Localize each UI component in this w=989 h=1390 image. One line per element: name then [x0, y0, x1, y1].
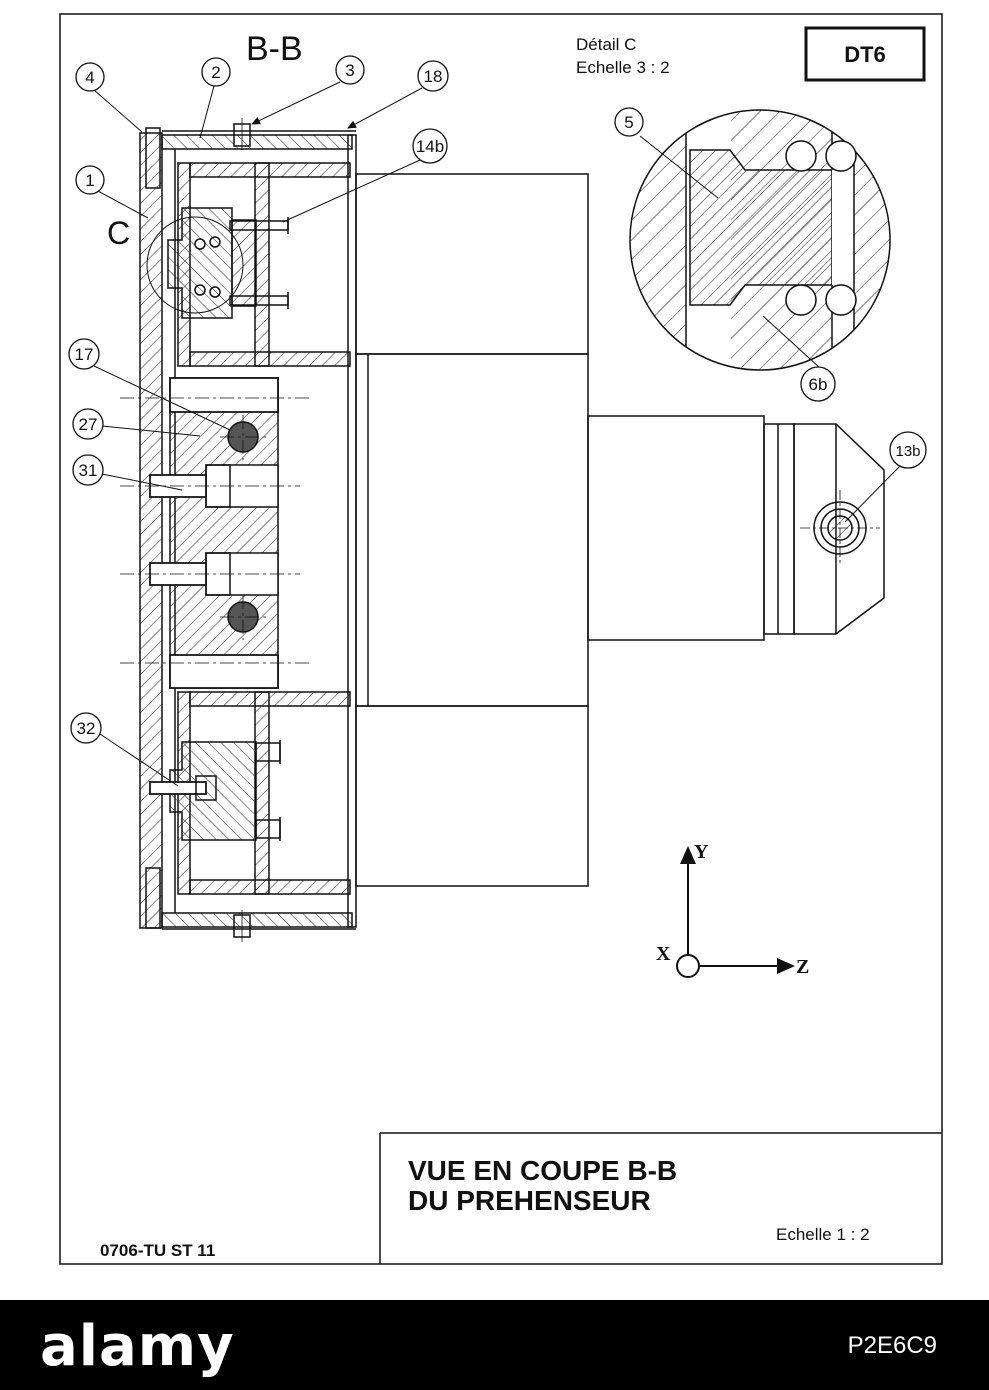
top-flange [161, 134, 353, 150]
part-number-3: 3 [345, 61, 354, 80]
stock-footer: alamy P2E6C9 [0, 1300, 989, 1390]
part-number-32: 32 [77, 719, 96, 738]
part-number-13b: 13b [895, 443, 920, 460]
axis-label-y: Y [694, 841, 709, 863]
part-number-1: 1 [85, 171, 94, 190]
reference-code: 0706-TU ST 11 [100, 1241, 215, 1260]
detail-title: Détail C [576, 35, 636, 54]
detail-c-view [629, 109, 891, 371]
part-number-27: 27 [79, 415, 98, 434]
drawing-title-line-2: DU PREHENSEUR [408, 1185, 651, 1216]
balloons [68, 55, 927, 744]
bottom-flange [161, 912, 353, 928]
axis-label-x: X [656, 943, 671, 965]
image-code: P2E6C9 [847, 1332, 937, 1359]
drawing-title-line-1: VUE EN COUPE B-B [408, 1155, 677, 1186]
part-number-18: 18 [424, 67, 443, 86]
part-number-6b: 6b [809, 375, 828, 394]
section-label: B-B [246, 30, 303, 68]
detail-scale: Echelle 3 : 2 [576, 58, 670, 77]
axis-triad [676, 846, 795, 978]
part-number-31: 31 [79, 461, 98, 480]
detail-marker-label: C [107, 215, 130, 251]
axis-label-z: Z [796, 956, 809, 978]
part-number-4: 4 [85, 68, 94, 87]
doc-id: DT6 [844, 42, 886, 67]
part-number-14b: 14b [416, 137, 444, 156]
section-view-b-b [120, 118, 885, 942]
part-number-2: 2 [211, 63, 220, 82]
doc-id-box [804, 26, 926, 82]
part-number-17: 17 [75, 345, 94, 364]
technical-drawing: B-B C Détail C Echelle 3 : 2 DT6 4 2 3 1… [59, 13, 943, 1265]
part-number-labels: 4 2 3 18 1 14b 17 27 31 32 5 6b 13b [75, 61, 921, 738]
part-number-5: 5 [624, 113, 633, 132]
title-block [379, 26, 942, 1264]
sheet-border [59, 13, 943, 1265]
drawing-sheet: B-B C Détail C Echelle 3 : 2 DT6 4 2 3 1… [59, 13, 943, 1265]
watermark-logo: alamy [40, 1314, 235, 1379]
balloon-leaders [93, 81, 901, 787]
base-plate [139, 132, 163, 929]
cover [347, 134, 357, 928]
main-scale: Echelle 1 : 2 [776, 1225, 870, 1244]
